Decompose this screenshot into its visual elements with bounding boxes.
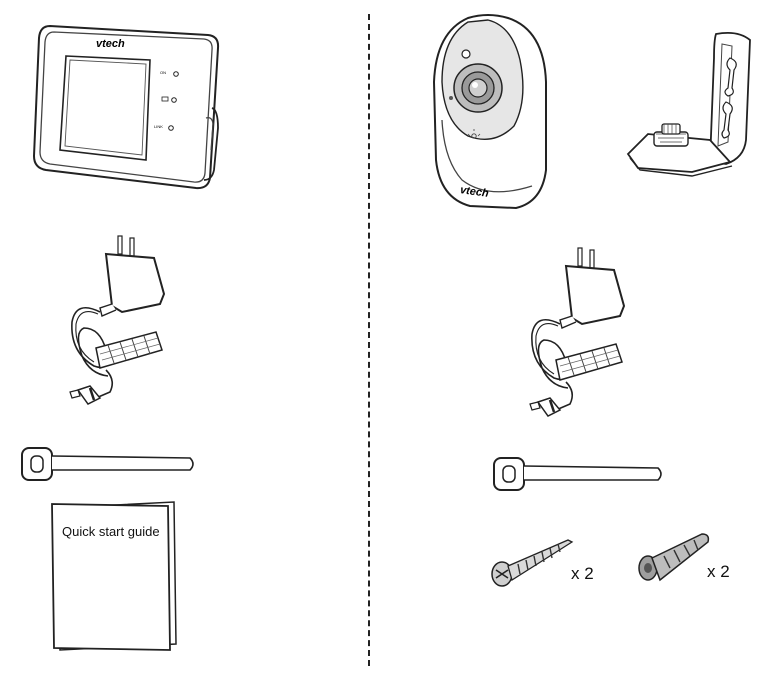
- screw-quantity: x 2: [571, 564, 594, 583]
- indicator-label-on: ON: [160, 70, 166, 75]
- baby-camera-illustration: vtech: [428, 10, 553, 215]
- parent-unit-illustration: vtech ON LINK: [28, 18, 228, 190]
- screw-illustration: [488, 530, 578, 592]
- wall-mount-bracket-illustration: [618, 30, 768, 180]
- power-adapter-illustration: [60, 232, 170, 412]
- monitor-brand-logo: vtech: [96, 38, 125, 50]
- quick-start-guide-title: Quick start guide: [62, 524, 160, 539]
- column-divider: [368, 14, 370, 666]
- cable-tie-illustration: [20, 444, 200, 484]
- camera-cable-tie-illustration: [492, 454, 672, 494]
- wall-anchor-illustration: [636, 526, 716, 586]
- wall-anchor-quantity: x 2: [707, 562, 730, 581]
- camera-power-adapter-illustration: [520, 244, 630, 424]
- indicator-label-link: LINK: [154, 124, 163, 129]
- quick-start-guide-illustration: [48, 500, 180, 652]
